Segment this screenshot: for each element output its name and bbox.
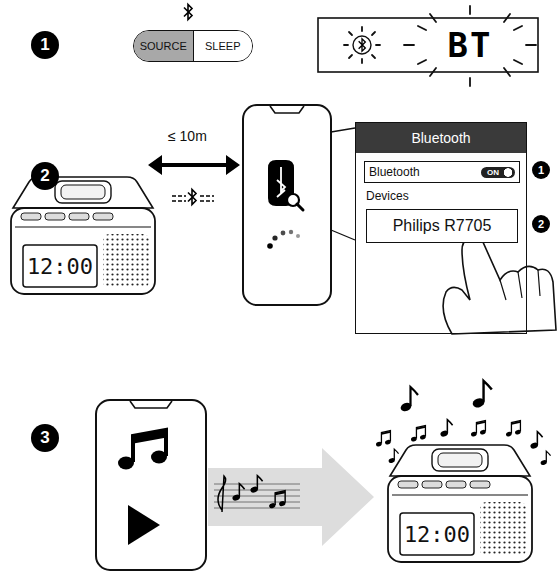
clock-display: 12:00 (25, 247, 95, 285)
row-label: Bluetooth (369, 165, 420, 179)
display-text: BT (448, 25, 493, 65)
panel-header: Bluetooth (356, 123, 526, 153)
callout-number: 2 (532, 215, 550, 233)
button-label: SLEEP (194, 31, 253, 61)
callout-number: 2 (31, 162, 59, 190)
distance-label: ≤ 10m (168, 128, 207, 144)
section-heading: Devices (366, 189, 409, 203)
callout-number: 1 (532, 161, 550, 179)
callout-number: 1 (31, 31, 59, 59)
lcd-display: BT (420, 22, 520, 68)
device-entry: Philips R7705 (366, 209, 518, 243)
toggle-switch: ON (481, 167, 515, 178)
callout-number: 3 (31, 424, 59, 452)
toggle-row: Bluetooth ON (364, 161, 520, 183)
button-label: SOURCE (134, 31, 194, 61)
button-pill: SOURCESLEEP (133, 30, 253, 62)
clock-time: 12:00 (404, 522, 470, 547)
clock-display: 12:00 (402, 515, 472, 553)
device-name: Philips R7705 (393, 217, 492, 235)
clock-time: 12:00 (27, 254, 93, 279)
settings-panel: BluetoothDevicesBluetoothONPhilips R7705 (355, 122, 527, 334)
